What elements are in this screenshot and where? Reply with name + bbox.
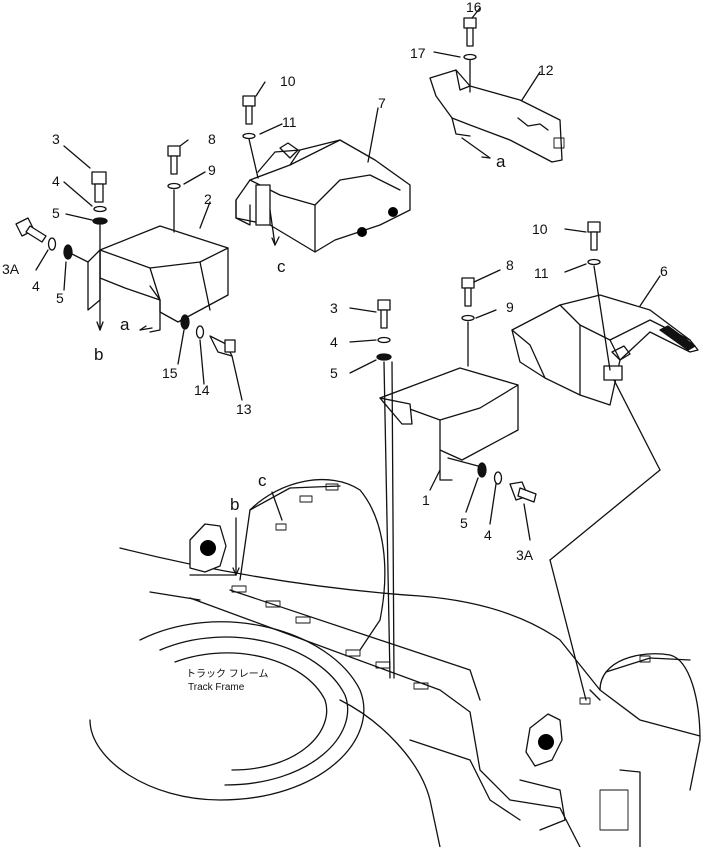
bracket-12 [429, 69, 565, 163]
ref-b-frame: b [230, 495, 239, 514]
reference-letters: a c a b b c [94, 152, 506, 514]
callout-13: 13 [236, 401, 252, 417]
callout-3a: 3A [516, 547, 534, 563]
cover-7 [235, 139, 411, 253]
callout-2: 2 [204, 191, 212, 207]
callout-8: 8 [506, 257, 514, 273]
callout-8: 8 [208, 131, 216, 147]
callout-11: 11 [282, 114, 297, 130]
track-frame-label-jp: トラック フレーム [186, 668, 268, 680]
callout-17: 17 [410, 45, 426, 61]
leader-lines [35, 7, 661, 701]
callout-10: 10 [280, 73, 296, 89]
callout-5: 5 [52, 205, 60, 221]
track-frame [89, 478, 701, 847]
ref-c-frame: c [258, 471, 267, 490]
callout-5: 5 [460, 515, 468, 531]
callout-3: 3 [52, 131, 60, 147]
callout-16: 16 [466, 0, 482, 15]
track-frame-label-en: Track Frame [188, 682, 245, 693]
callout-3: 3 [330, 300, 338, 316]
callout-4: 4 [32, 278, 40, 294]
callout-14: 14 [194, 382, 210, 398]
callout-11: 11 [534, 265, 549, 281]
callout-1: 1 [422, 492, 430, 508]
ref-c-upper: c [277, 257, 286, 276]
callout-4: 4 [52, 173, 60, 189]
callout-3a: 3A [2, 261, 20, 277]
cover-2 [87, 225, 229, 333]
callout-12: 12 [538, 62, 554, 78]
callout-9: 9 [506, 299, 514, 315]
callout-5: 5 [56, 290, 64, 306]
callout-10: 10 [532, 221, 548, 237]
ref-a-left: a [120, 315, 130, 334]
track-frame-label: トラック フレーム Track Frame [186, 668, 268, 693]
callout-9: 9 [208, 162, 216, 178]
callout-4: 4 [484, 527, 492, 543]
ref-a-upper: a [496, 152, 506, 171]
callout-labels: 16 17 12 10 11 7 3 8 4 9 2 5 3A 4 5 15 1… [2, 0, 668, 563]
callout-4: 4 [330, 334, 338, 350]
callout-15: 15 [162, 365, 178, 381]
ref-b-left: b [94, 345, 103, 364]
cover-1 [379, 367, 519, 481]
callout-6: 6 [660, 263, 668, 279]
cover-6 [511, 294, 699, 406]
callout-7: 7 [378, 95, 386, 111]
callout-5: 5 [330, 365, 338, 381]
